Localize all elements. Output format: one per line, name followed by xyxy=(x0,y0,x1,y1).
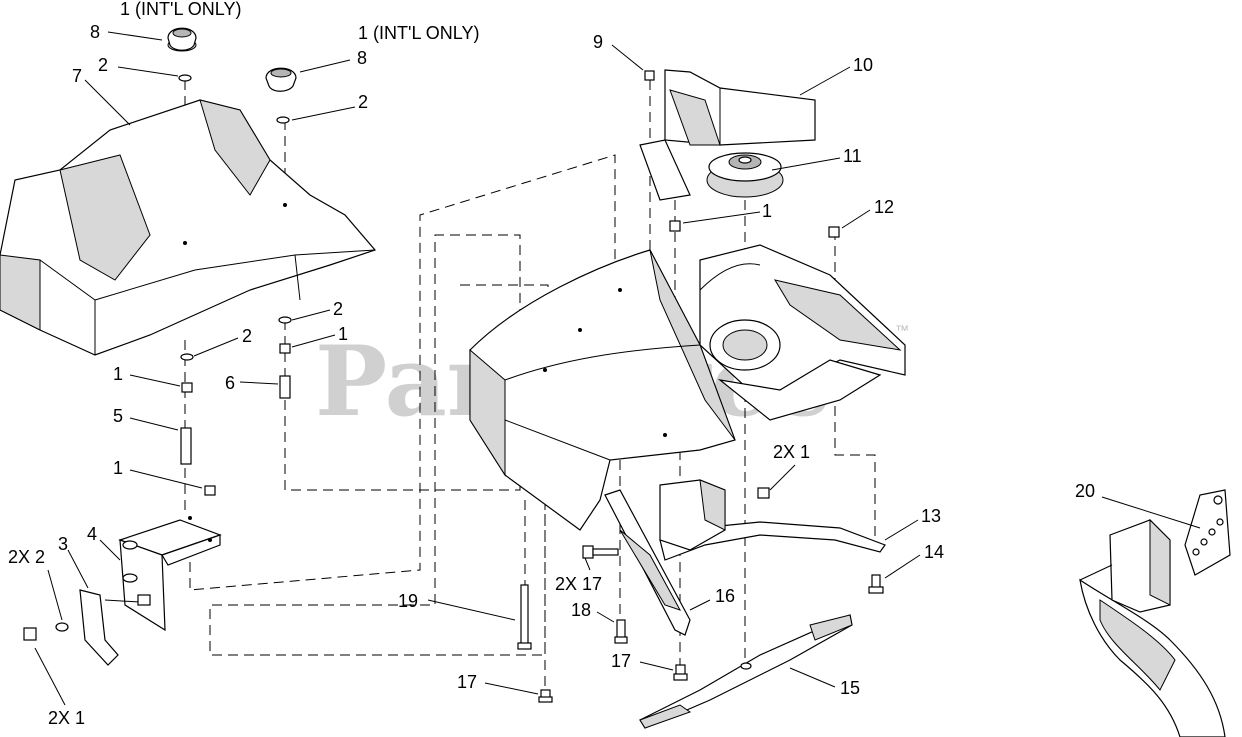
deck-housing xyxy=(469,244,906,531)
baffle-part-13 xyxy=(659,479,886,561)
pulley-part-11 xyxy=(706,152,784,198)
nut-part-1 xyxy=(669,220,681,232)
callout-15: 15 xyxy=(840,678,860,698)
belt-cover-part-10 xyxy=(639,69,816,201)
callout-4: 4 xyxy=(87,524,97,544)
callout-2x-1: 2X 1 xyxy=(48,708,85,728)
callout-2: 2 xyxy=(98,55,108,75)
nut-part-1 xyxy=(23,627,37,641)
callout-labels: 1 (INT'L ONLY) 1 (INT'L ONLY) 8 8 2 2 2 … xyxy=(8,0,1095,728)
callout-8: 8 xyxy=(90,22,100,42)
watermark-trademark: ™ xyxy=(895,322,909,338)
bolt-part-17 xyxy=(673,664,688,681)
callout-5: 5 xyxy=(113,406,123,426)
nut-part-1 xyxy=(757,487,770,499)
nut-part-12 xyxy=(828,226,840,238)
callout-13: 13 xyxy=(921,506,941,526)
callout-20: 20 xyxy=(1075,481,1095,501)
callout-12: 12 xyxy=(874,197,894,217)
callout-19: 19 xyxy=(398,591,418,611)
knob-part-8-left xyxy=(167,27,197,52)
callout-1: 1 xyxy=(338,324,348,344)
callout-2: 2 xyxy=(333,299,343,319)
washer-part-2 xyxy=(178,74,192,82)
blade-part-15 xyxy=(639,614,853,729)
bolt-part-19 xyxy=(517,584,532,650)
nut-part-1 xyxy=(279,343,291,354)
callout-2x-1: 2X 1 xyxy=(773,442,810,462)
nut-part-1 xyxy=(204,485,216,496)
bolt-part-17 xyxy=(582,545,619,559)
washer-part-2 xyxy=(278,316,292,324)
inset-detail-part-20 xyxy=(1079,489,1231,737)
leader-lines xyxy=(34,31,1201,706)
washer-part-2 xyxy=(180,353,194,361)
callout-intl-only: 1 (INT'L ONLY) xyxy=(358,23,479,43)
assembly-dash-lines xyxy=(184,80,876,690)
washer-part-2 xyxy=(55,622,69,632)
knob-part-8-right xyxy=(265,67,297,92)
top-shroud-part-7 xyxy=(0,99,377,356)
washer-part-2 xyxy=(276,116,290,124)
callout-1: 1 xyxy=(113,364,123,384)
nut-part-1 xyxy=(181,382,193,393)
callout-1: 1 xyxy=(113,458,123,478)
callout-6: 6 xyxy=(225,373,235,393)
callout-3: 3 xyxy=(58,534,68,554)
bolt-part-14 xyxy=(868,574,884,594)
callout-17: 17 xyxy=(457,672,477,692)
callout-1: 1 xyxy=(762,201,772,221)
callout-intl-only: 1 (INT'L ONLY) xyxy=(120,0,241,19)
callout-11: 11 xyxy=(843,146,862,166)
callout-7: 7 xyxy=(72,66,82,86)
bolt-part-17 xyxy=(538,689,553,703)
callout-14: 14 xyxy=(924,542,944,562)
callout-2: 2 xyxy=(358,92,368,112)
callout-9: 9 xyxy=(593,32,603,52)
spacer-part-5 xyxy=(180,427,192,465)
spacer-part-6 xyxy=(279,375,291,399)
callout-10: 10 xyxy=(853,55,873,75)
callout-16: 16 xyxy=(715,586,735,606)
bracket-part-3 xyxy=(79,589,151,666)
callout-2: 2 xyxy=(242,326,252,346)
callout-8: 8 xyxy=(357,48,367,68)
callout-2x-2: 2X 2 xyxy=(8,547,45,567)
bolt-part-9 xyxy=(644,70,655,81)
bracket-part-4 xyxy=(118,516,222,632)
callout-2x-17: 2X 17 xyxy=(555,574,602,594)
callout-17: 17 xyxy=(611,651,631,671)
bracket-part-16 xyxy=(604,489,691,636)
bolt-part-18 xyxy=(614,619,628,644)
callout-18: 18 xyxy=(571,600,591,620)
